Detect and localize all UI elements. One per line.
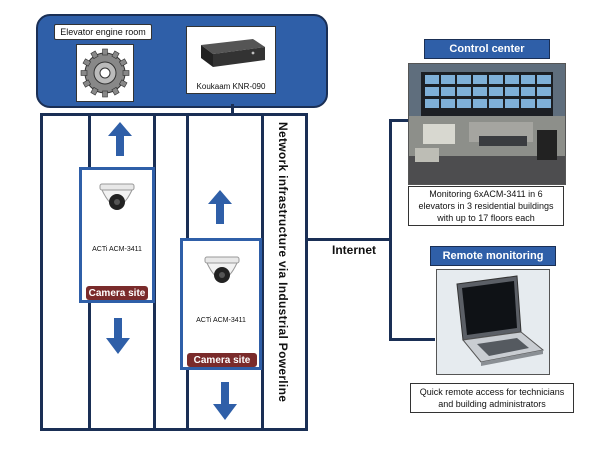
laptop-icon — [437, 270, 549, 374]
camera-card-1: ACTi ACM-3411 Camera site — [79, 167, 155, 303]
remote-monitoring-photo — [436, 269, 550, 375]
internet-label: Internet — [332, 243, 377, 257]
remote-monitoring-description: Quick remote access for technicians and … — [410, 383, 574, 413]
dome-camera-icon — [99, 183, 135, 210]
arrow-down-icon — [106, 318, 130, 354]
engine-room-connector — [231, 104, 234, 114]
link-remote-monitoring — [389, 338, 435, 341]
camera-model-label-1: ACTi ACM-3411 — [92, 246, 142, 253]
shaft-line-4 — [261, 113, 264, 431]
koukaam-device-box: Koukaam KNR-090 — [186, 26, 276, 94]
network-label: Network infrastructure via Industrial Po… — [276, 122, 290, 403]
gear-icon — [76, 44, 134, 102]
internet-line-horizontal — [308, 238, 392, 241]
camera-card-2: ACTi ACM-3411 Camera site — [180, 238, 262, 370]
control-center-title: Control center — [424, 39, 550, 59]
arrow-up-icon — [208, 190, 232, 224]
engine-room-label: Elevator engine room — [54, 24, 152, 40]
koukaam-device-label: Koukaam KNR-090 — [196, 82, 266, 91]
internet-line-vertical — [389, 119, 392, 341]
control-center-photo — [408, 63, 566, 185]
arrow-down-icon — [213, 382, 237, 420]
link-control-center — [389, 119, 411, 122]
dome-camera-icon — [204, 256, 240, 283]
camera-site-badge-2: Camera site — [187, 353, 257, 367]
remote-monitoring-title: Remote monitoring — [430, 246, 556, 266]
camera-model-label-2: ACTi ACM-3411 — [196, 317, 246, 324]
control-center-description: Monitoring 6xACM-3411 in 6 elevators in … — [408, 186, 564, 226]
network-frame — [40, 113, 308, 431]
router-icon — [201, 39, 265, 67]
arrow-up-icon — [108, 122, 132, 156]
camera-site-badge-1: Camera site — [86, 286, 148, 300]
